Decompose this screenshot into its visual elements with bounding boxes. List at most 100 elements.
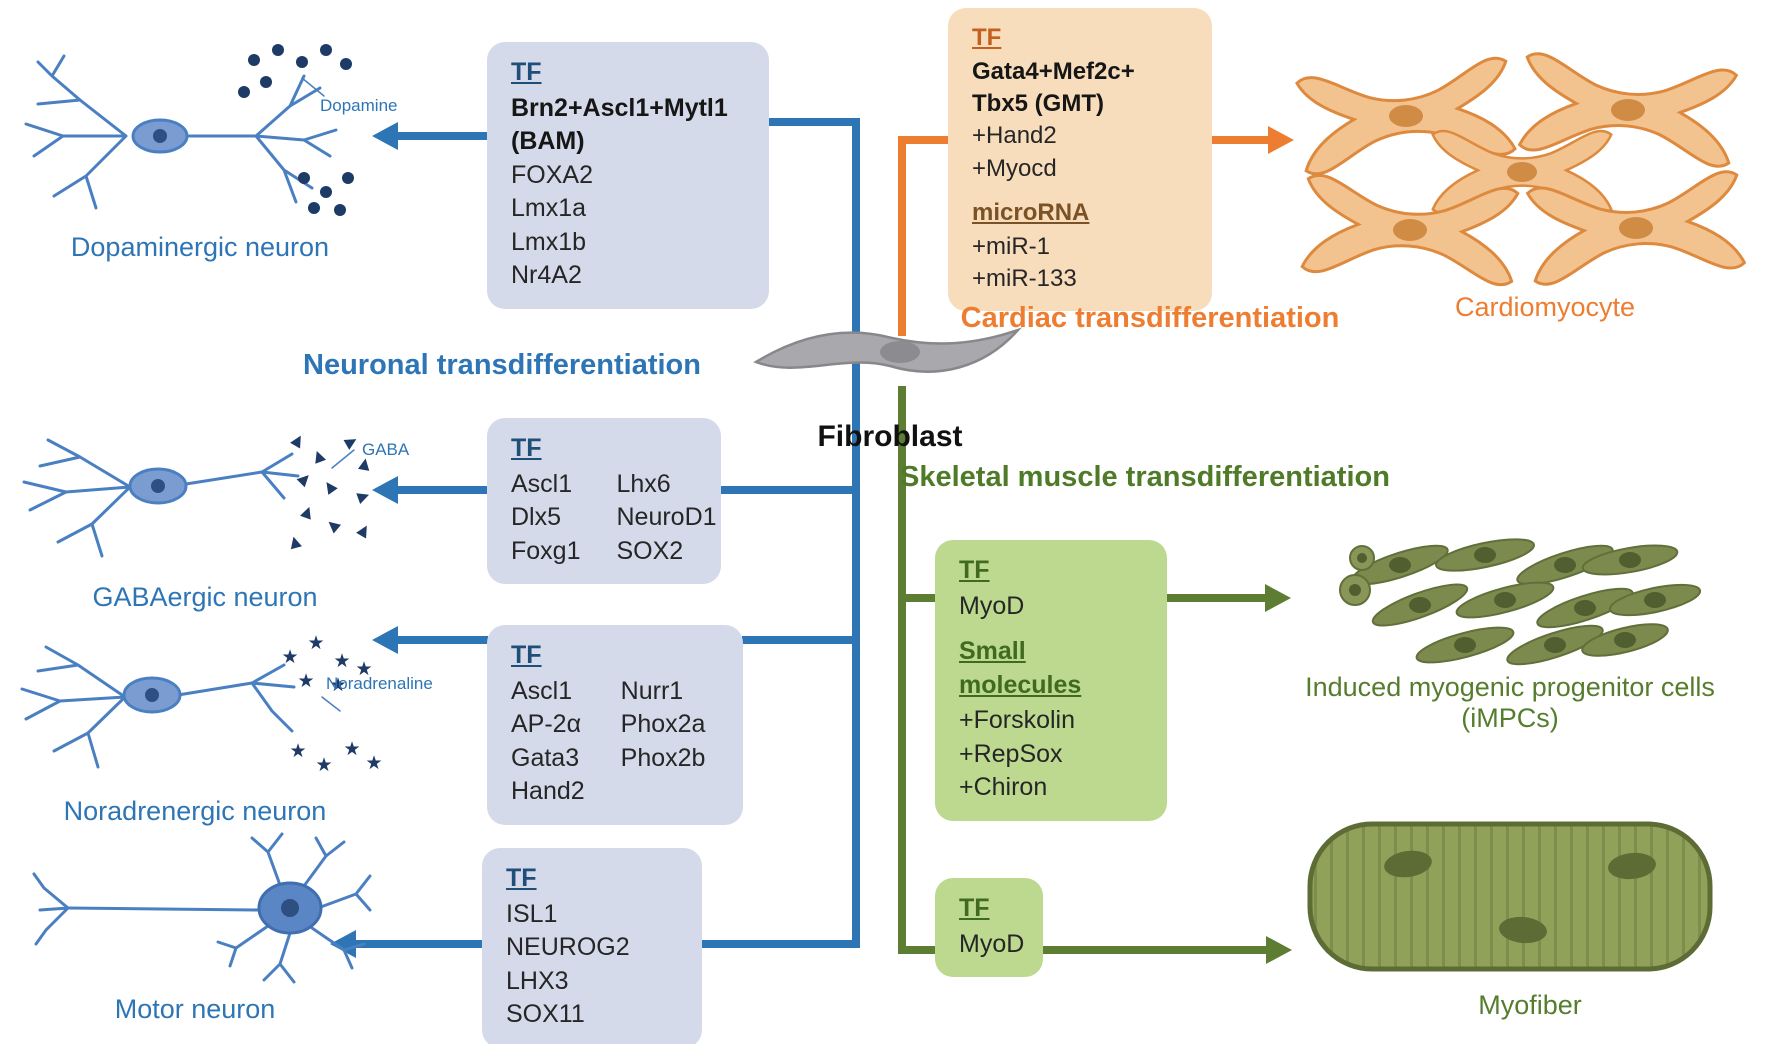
bam-box-connector-line — [767, 118, 860, 126]
gene-columns: Ascl1 AP-2α Gata3 Hand2 Nurr1 Phox2a Pho… — [511, 675, 719, 809]
gene-label: Nr4A2 — [511, 261, 582, 289]
arrow-to-dopaminergic-line — [396, 132, 488, 140]
motor-neuron-label: Motor neuron — [114, 994, 276, 1024]
cardiomyocyte-label: Cardiomyocyte — [1454, 292, 1636, 322]
impc-box-connector-line — [898, 594, 938, 602]
gene-label: (BAM) — [511, 127, 585, 155]
gene-label: +Hand2 — [972, 122, 1057, 150]
gene-label: Gata3 — [511, 743, 580, 772]
noradrenergic-neuron-illustration: ★★★ ★★★ ★★★ ★ — [20, 632, 383, 776]
gene-label: Tbx5 (GMT) — [972, 90, 1104, 118]
tf-heading: TF — [972, 24, 1002, 51]
gene-label: Phox2b — [620, 743, 706, 772]
gabaergic-tf-box: TF Ascl1 Dlx5 Foxg1 Lhx6 NeuroD1 SOX2 — [487, 418, 721, 584]
fibroblast-illustration — [753, 327, 1023, 373]
gaba-box-connector-line — [719, 486, 860, 494]
arrow-to-noradrenergic-line — [396, 636, 488, 644]
gene-label: Foxg1 — [511, 536, 581, 565]
neuronal-branch-trunk-line — [852, 118, 860, 948]
tf-heading: TF — [506, 864, 537, 892]
small-molecules-heading: Small molecules — [959, 637, 1082, 699]
arrow-to-noradrenergic-head — [372, 626, 398, 654]
gene-label: Nurr1 — [620, 676, 684, 705]
tf-heading: TF — [511, 641, 542, 669]
gabaergic-neuron-illustration: ▲ ▲ ▲ ▲ ▲ ▲ ▲ ▲ ▲ ▲ ▲ — [22, 429, 375, 558]
gene-label: Lhx6 — [616, 469, 671, 498]
arrow-to-cardiomyocyte-head — [1268, 126, 1294, 154]
motor-neuron-illustration — [32, 832, 372, 984]
gene-label: ISL1 — [506, 899, 558, 928]
cardiomyocyte-nuclei — [1389, 99, 1653, 241]
gene-label: +miR-1 — [972, 232, 1051, 260]
arrow-to-myofiber-line — [898, 946, 1268, 954]
gene-column: Nurr1 Phox2a Phox2b — [621, 675, 706, 809]
gene-label: +miR-133 — [972, 265, 1077, 293]
svg-text:★: ★ — [329, 674, 346, 696]
impc-tf-box: TF MyoD Small molecules +Forskolin +RepS… — [935, 540, 1167, 821]
cardiac-tf-box: TF Gata4+Mef2c+ Tbx5 (GMT) +Hand2 +Myocd… — [948, 8, 1212, 312]
gene-label: Phox2a — [620, 710, 706, 738]
gaba-particle-label: GABA — [362, 440, 410, 459]
svg-text:★: ★ — [281, 646, 298, 668]
cardiac-branch-vertical-line — [898, 136, 906, 336]
gene-label: NeuroD1 — [616, 503, 717, 531]
gene-label: +Forskolin — [959, 706, 1076, 734]
dopaminergic-neuron-label: Dopaminergic neuron — [70, 232, 330, 262]
gene-label: MyoD — [959, 591, 1025, 620]
svg-text:★: ★ — [297, 670, 314, 692]
tf-heading: TF — [511, 58, 542, 86]
tf-heading: TF — [959, 556, 990, 584]
dopaminergic-neuron-illustration — [24, 44, 354, 216]
skeletal-transdifferentiation-heading: Skeletal muscle transdifferentiation — [900, 461, 1390, 493]
tf-heading: TF — [959, 894, 990, 922]
svg-text:▲: ▲ — [295, 468, 316, 489]
impcs-label-line1: Induced myogenic progenitor cells — [1305, 672, 1715, 702]
microrna-heading: microRNA — [972, 198, 1090, 226]
myofiber-nuclei — [1384, 850, 1656, 944]
noradrenergic-box-connector-line — [742, 636, 860, 644]
gene-label: NEUROG2 — [506, 933, 630, 961]
gene-label: Gata4+Mef2c+ — [972, 58, 1135, 86]
gene-column: Lhx6 NeuroD1 SOX2 — [616, 468, 716, 569]
gene-label: SOX2 — [616, 536, 684, 565]
gene-label: +Chiron — [959, 773, 1048, 801]
svg-text:★: ★ — [355, 658, 372, 680]
gene-label: Lmx1a — [511, 194, 587, 222]
gene-label: Brn2+Ascl1+Mytl1 — [511, 93, 728, 122]
bam-tf-box: TF Brn2+Ascl1+Mytl1 (BAM) FOXA2 Lmx1a Lm… — [487, 42, 769, 309]
noradrenergic-tf-box: TF Ascl1 AP-2α Gata3 Hand2 Nurr1 Phox2a … — [487, 625, 743, 825]
svg-text:▲: ▲ — [354, 488, 375, 505]
gene-label: SOX11 — [506, 1000, 585, 1028]
gene-label: Ascl1 — [511, 469, 573, 498]
myofiber-illustration — [1307, 821, 1713, 972]
gene-columns: Ascl1 Dlx5 Foxg1 Lhx6 NeuroD1 SOX2 — [511, 468, 717, 569]
dopamine-particle-label: Dopamine — [320, 96, 398, 115]
myofiber-tf-box: TF MyoD — [935, 878, 1043, 977]
gene-column: Ascl1 AP-2α Gata3 Hand2 — [511, 675, 585, 809]
impcs-label-line2: (iMPCs) — [1461, 703, 1559, 733]
skeletal-branch-trunk-line — [898, 386, 906, 950]
tf-heading: TF — [511, 434, 542, 462]
arrow-to-gabaergic-line — [396, 486, 488, 494]
noradrenaline-particle-label: Noradrenaline — [326, 674, 433, 693]
svg-text:▲: ▲ — [322, 514, 344, 535]
gene-label: Lmx1b — [511, 227, 587, 256]
svg-text:▲: ▲ — [342, 432, 364, 451]
arrow-to-impcs-line — [1165, 594, 1267, 602]
svg-text:★: ★ — [307, 632, 324, 654]
svg-text:★: ★ — [343, 738, 360, 760]
noradrenaline-stars: ★★★ ★★★ ★★★ ★ — [281, 632, 382, 776]
noradrenergic-neuron-label: Noradrenergic neuron — [63, 796, 327, 826]
svg-text:★: ★ — [365, 752, 382, 774]
gene-column: Ascl1 Dlx5 Foxg1 — [511, 468, 580, 569]
gabaergic-neuron-label: GABAergic neuron — [92, 582, 318, 612]
gene-label: Hand2 — [511, 777, 585, 805]
gene-label: FOXA2 — [511, 160, 593, 189]
impcs-illustration — [1339, 538, 1702, 666]
arrow-to-gabaergic-head — [372, 476, 398, 504]
gene-label: LHX3 — [506, 966, 569, 995]
svg-text:▲: ▲ — [355, 519, 374, 541]
neuronal-transdifferentiation-heading: Neuronal transdifferentiation — [303, 349, 701, 381]
svg-text:★: ★ — [315, 754, 332, 776]
